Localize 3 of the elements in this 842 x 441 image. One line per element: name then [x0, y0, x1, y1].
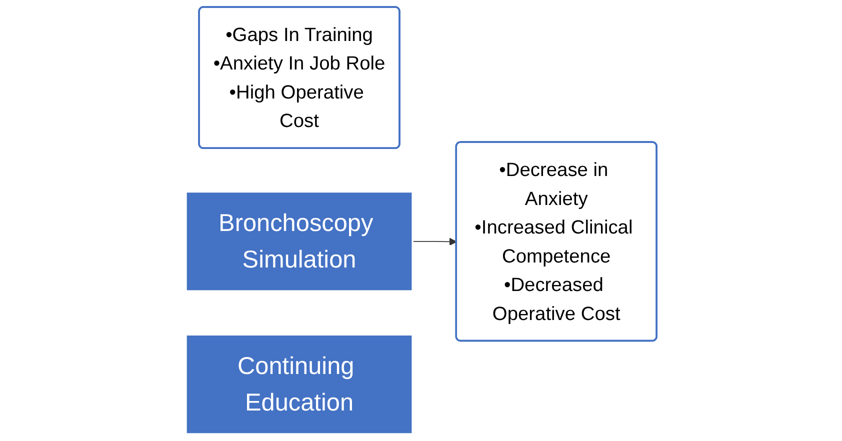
node-box: Continuing Education [184, 334, 414, 435]
arrow [412, 238, 457, 246]
node-box: Bronchoscopy Simulation [184, 190, 414, 292]
